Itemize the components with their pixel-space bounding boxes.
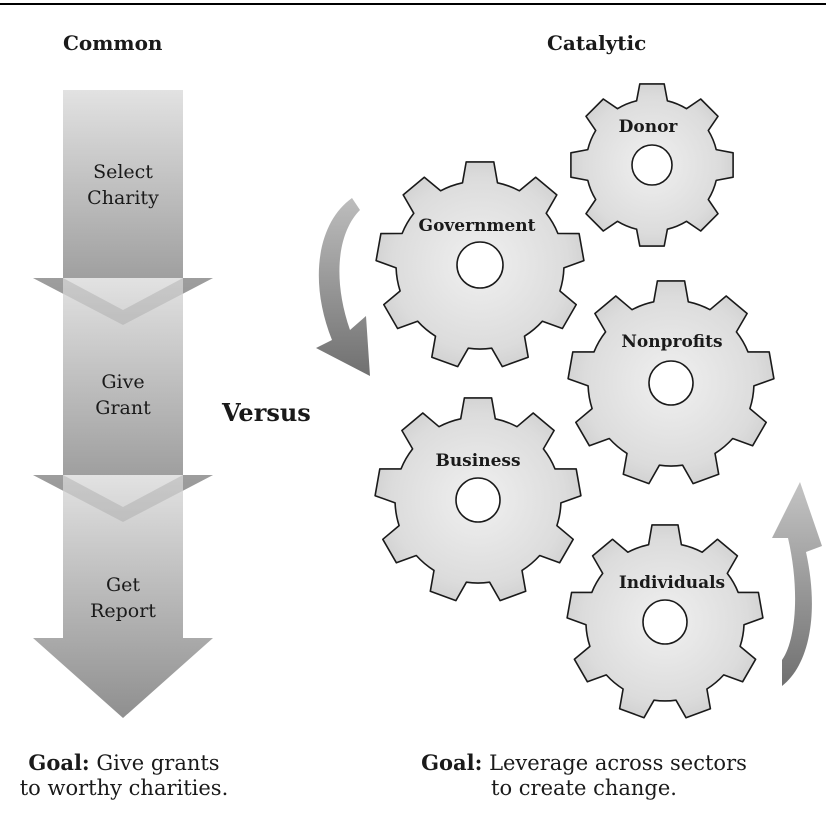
goal-label: Goal:	[421, 750, 483, 775]
common-goal-line2: to worthy charities.	[19, 776, 229, 801]
gear-label-donor: Donor	[618, 117, 678, 137]
goal-text: Leverage across sectors	[489, 751, 747, 775]
step-get-report: Get Report	[58, 573, 188, 624]
gear-donor-hole	[631, 144, 673, 186]
catalytic-goal-line1: Goal: Leverage across sectors	[394, 750, 774, 776]
gear-label-government: Government	[418, 216, 536, 236]
gear-nonprofits-icon	[567, 280, 775, 485]
process-arrow-select-charity	[33, 90, 213, 325]
catalytic-goal-line2: to create change.	[491, 776, 677, 801]
gear-label-individuals: Individuals	[618, 573, 726, 593]
process-arrow-get-report	[33, 475, 213, 718]
gear-government-icon	[375, 161, 585, 368]
common-heading: Common	[63, 31, 163, 55]
catalytic-heading: Catalytic	[547, 31, 647, 55]
step-line: Grant	[95, 396, 151, 419]
goal-text: Give grants	[96, 751, 220, 775]
gear-government-hole	[456, 241, 504, 289]
goal-label: Goal:	[28, 750, 90, 775]
step-give-grant: Give Grant	[58, 370, 188, 421]
common-goal: Goal: Give grants to worthy charities.	[0, 750, 248, 801]
gear-individuals-hole	[642, 599, 688, 645]
gear-nonprofits-hole	[648, 360, 694, 406]
gear-individuals-icon	[566, 524, 764, 719]
step-line: Select	[93, 161, 153, 183]
step-select-charity: Select Charity	[58, 160, 188, 211]
process-arrow-give-grant	[33, 278, 213, 522]
common-goal-line1: Goal: Give grants	[0, 750, 248, 776]
step-line: Report	[90, 599, 156, 622]
gear-donor-icon	[570, 83, 734, 247]
versus-label: Versus	[222, 398, 311, 427]
gear-label-nonprofits: Nonprofits	[621, 332, 723, 352]
gear-business-hole	[455, 477, 501, 523]
curved-arrow-down-icon	[316, 198, 370, 376]
gear-business-icon	[374, 397, 582, 602]
gear-label-business: Business	[435, 451, 521, 471]
catalytic-goal: Goal: Leverage across sectors to create …	[394, 750, 774, 801]
step-line: Charity	[87, 186, 159, 209]
curved-arrow-up-icon	[772, 482, 822, 686]
step-line: Get	[105, 574, 141, 596]
step-line: Give	[101, 371, 145, 393]
